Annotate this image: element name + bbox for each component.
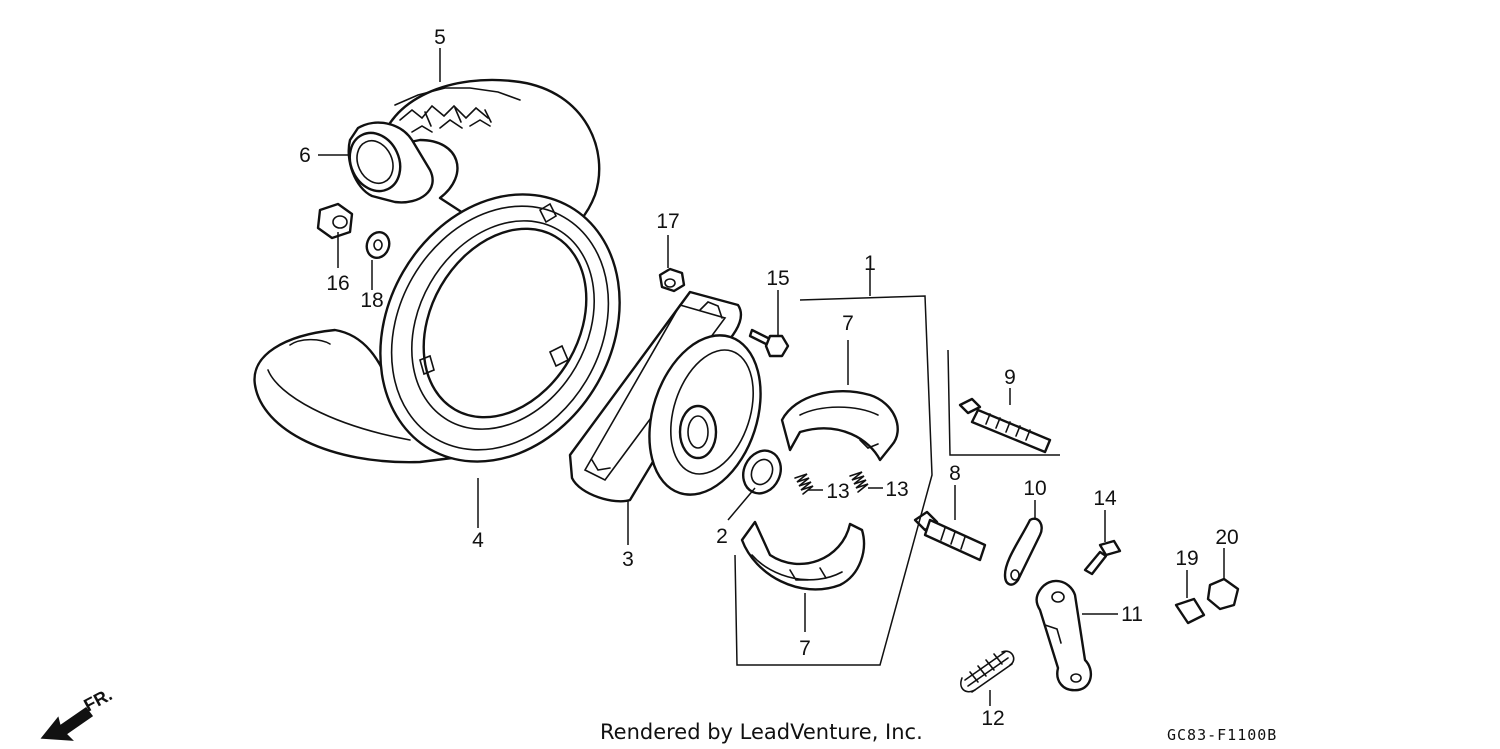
callout-17: 17 bbox=[656, 210, 679, 233]
nut bbox=[658, 267, 686, 293]
assembly-bracket-1 bbox=[734, 270, 933, 666]
callout-labels: 1 2 3 4 5 6 7 7 8 9 10 11 12 13 13 14 15… bbox=[299, 26, 1239, 730]
adjuster-bolt bbox=[958, 397, 1052, 454]
callout-8: 8 bbox=[949, 462, 961, 485]
callout-13-left: 13 bbox=[826, 480, 849, 503]
bolt-16 bbox=[316, 202, 354, 240]
seal bbox=[742, 449, 782, 495]
callout-16: 16 bbox=[326, 272, 349, 295]
callout-4: 4 bbox=[472, 529, 484, 552]
callout-3: 3 bbox=[622, 548, 634, 571]
brake-cam bbox=[913, 510, 987, 562]
callout-15: 15 bbox=[766, 267, 789, 290]
brake-shoe-lower bbox=[740, 520, 866, 591]
callout-1: 1 bbox=[864, 252, 876, 275]
callout-11: 11 bbox=[1121, 603, 1143, 626]
brake-arm bbox=[1035, 579, 1093, 692]
inner-tube-valve bbox=[347, 121, 434, 204]
bolt-14 bbox=[1083, 539, 1122, 576]
callout-6: 6 bbox=[299, 144, 311, 167]
callout-20: 20 bbox=[1215, 526, 1238, 549]
callout-12: 12 bbox=[981, 707, 1004, 730]
diagram-code: GC83-F1100B bbox=[1167, 726, 1277, 744]
callout-7-upper: 7 bbox=[842, 312, 854, 335]
callout-5: 5 bbox=[434, 26, 446, 49]
callout-19: 19 bbox=[1175, 547, 1198, 570]
callout-18: 18 bbox=[360, 289, 383, 312]
callout-13-right: 13 bbox=[885, 478, 908, 501]
nut-20 bbox=[1206, 577, 1240, 611]
leader-lines bbox=[318, 48, 1225, 706]
spring-13-left bbox=[794, 473, 814, 495]
callout-10: 10 bbox=[1023, 477, 1046, 500]
brake-panel-hub bbox=[568, 290, 762, 503]
spring-13-right bbox=[849, 471, 869, 493]
washer-18 bbox=[365, 231, 391, 259]
return-spring bbox=[960, 650, 1015, 693]
callout-7-lower: 7 bbox=[799, 637, 811, 660]
callout-14: 14 bbox=[1093, 487, 1117, 510]
wheel-rim bbox=[379, 193, 621, 463]
render-credit: Rendered by LeadVenture, Inc. bbox=[600, 720, 923, 744]
bolt-15 bbox=[748, 328, 790, 358]
collar-19 bbox=[1174, 597, 1206, 625]
brake-shoe-upper bbox=[780, 389, 899, 462]
callout-2: 2 bbox=[716, 525, 728, 548]
front-direction-arrow-icon: FR. bbox=[40, 684, 115, 741]
adjuster-bracket-9 bbox=[947, 349, 1060, 456]
callout-9: 9 bbox=[1004, 366, 1016, 389]
wear-indicator-plate bbox=[1003, 517, 1043, 586]
